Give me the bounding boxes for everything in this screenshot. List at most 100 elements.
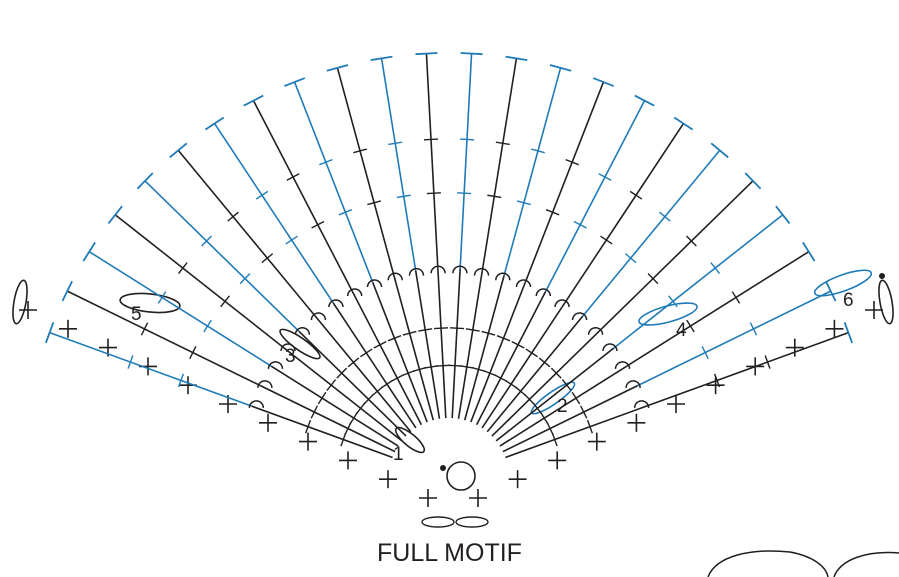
stitch-tick [539,411,549,425]
cap-arc [387,272,403,281]
stitch-tick [659,211,671,222]
stitch-tick [573,220,587,229]
stitch-tick [340,432,347,447]
top-bar [370,55,393,62]
cap-arc [535,288,552,297]
stitch-tick [471,366,486,372]
stitch-tick [353,148,367,154]
stitch-tick [336,367,348,379]
stitch-tick [524,393,535,405]
chain-loop-4 [394,426,426,454]
outer-stitch [564,123,685,304]
top-bar [61,280,73,302]
stitch-tick [363,393,374,405]
stitch-tick [551,432,558,447]
stitch-tick [418,328,433,332]
inner-stitch [283,347,403,442]
stitch-tick [189,345,197,360]
chain-loop-1 [12,279,28,325]
cap-arc [614,361,631,369]
row-label-6: 6 [843,290,854,311]
outer-stitch [613,214,784,349]
stitch-tick [504,379,518,389]
stitch-tick [481,330,496,336]
stitch-tick [285,235,298,245]
stitch-tick [373,340,387,349]
outer-stitch [336,67,395,276]
top-bar [460,52,483,56]
outer-stitch [481,58,518,271]
top-bar [107,205,123,225]
inner-stitch [475,291,547,426]
chain-loop-7 [813,269,873,297]
stitch-tick [401,369,415,377]
cap-arc [452,265,468,274]
row-label-5: 5 [131,304,142,325]
stitch-tick [387,335,402,342]
stitch-tick [532,402,543,415]
top-bar [802,241,816,262]
stitch-tick [459,138,475,141]
top-bar [326,64,349,72]
stitch-tick [310,405,318,419]
stitch-tick [412,366,427,372]
outer-stitch [144,180,300,332]
inner-stitch [351,291,423,426]
stitch-tick [435,364,451,367]
cap-arc [602,343,618,352]
inner-stitch [270,365,399,447]
stitch-tick [380,379,394,389]
stitch-tick [561,379,572,392]
outer-stitch [503,67,562,276]
outer-stitch [380,58,417,271]
inner-stitch [463,275,505,421]
stitch-tick [713,373,721,388]
stitch-tick [201,235,212,247]
diagram-caption: FULL MOTIF [377,539,522,567]
top-bar [505,55,528,62]
stitch-tick [157,291,167,304]
row-label-4: 4 [676,320,687,341]
stitch-tick [465,328,480,332]
inner-stitch [451,268,461,419]
stitch-tick [349,411,359,425]
inner-stitch [332,302,417,429]
row-label-1: 1 [393,444,404,465]
top-bar [204,116,225,131]
cap-arc [248,400,265,408]
cap-arc [587,326,604,335]
stitch-tick [396,194,411,199]
stitch-tick [319,158,333,166]
inner-stitch [393,275,435,421]
inner-stitch [298,330,407,437]
cap-arc [408,267,425,276]
top-bar [415,52,438,56]
outer-stitch [524,81,605,283]
cap-arc [366,279,383,288]
stitch-tick [525,348,538,358]
stitch-tick [516,200,531,206]
stitch-tick [177,373,185,388]
stitch-tick [449,327,464,330]
stitch-tick [203,319,212,333]
outer-stitch [425,53,439,269]
inner-stitch [260,384,396,453]
stitch-tick [487,194,502,199]
stitch-tick [355,402,366,415]
cap-arc [430,265,446,274]
top-bar [284,77,306,87]
outer-stitch [293,81,374,283]
stitch-tick [424,365,439,369]
stitch-tick [731,291,741,304]
inner-stitch [495,347,615,442]
cap-arc [257,380,273,388]
stitch-tick [629,190,643,200]
stitch-tick [749,322,758,336]
cap-arc [294,326,311,335]
stitch-tick [177,262,188,275]
inner-stitch [314,315,412,433]
stitch-tick [127,355,134,369]
stitch-tick [647,273,659,285]
inner-stitch [502,384,638,453]
stitch-tick [434,327,449,330]
